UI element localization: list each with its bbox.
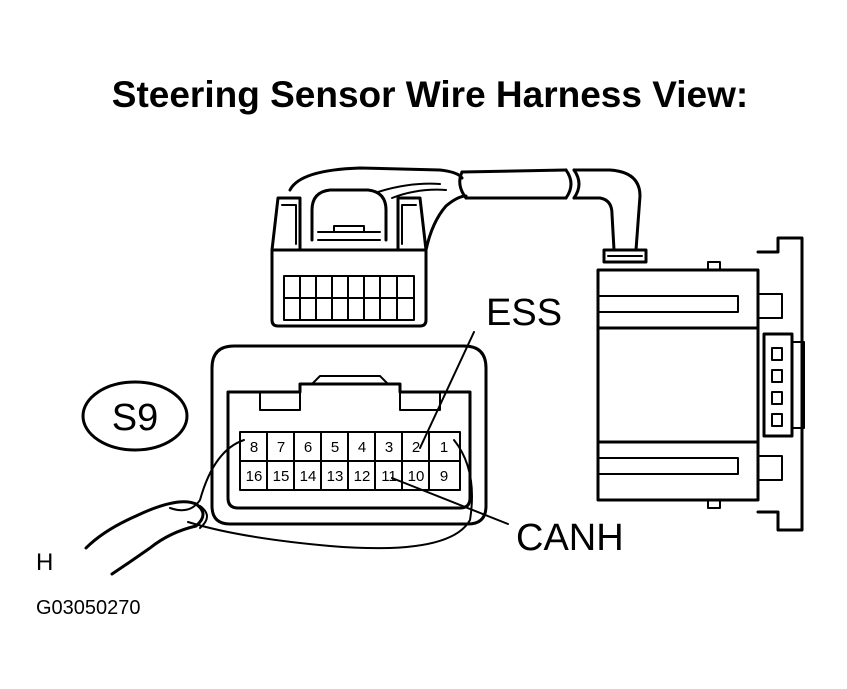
connector-id-ellipse [81,380,189,452]
pin-label: 7 [277,439,285,456]
pin-label: 14 [300,468,317,485]
pin-label: 5 [331,439,339,456]
canh-label: CANH [516,517,624,559]
pin-label: 9 [440,468,448,485]
wire-cable [458,168,648,264]
ess-label: ESS [486,292,562,334]
canh-leader-line [391,477,509,525]
side-label: H [36,549,53,576]
pin-label: 2 [412,439,420,456]
ess-leader-line [419,331,475,449]
pin-row-top: 8 7 6 5 4 3 2 1 [250,439,448,456]
pin-label: 6 [304,439,312,456]
diagram-title: Steering Sensor Wire Harness View: [112,74,748,115]
connector-id-label: S9 [112,397,158,439]
steering-sensor-unit [596,236,805,532]
pin-label: 13 [327,468,344,485]
connector-face [210,344,488,526]
pin-row-bottom: 16 15 14 13 12 11 10 9 [246,468,449,485]
pin-label: 1 [440,439,448,456]
pin-label: 16 [246,468,263,485]
pin-label: 12 [354,468,371,485]
pin-label: 15 [273,468,290,485]
figure-code: G03050270 [36,597,141,619]
pin-label: 11 [381,468,397,485]
pin-label: 3 [385,439,393,456]
upper-connector-plug [270,166,468,328]
pin-label: 4 [358,439,366,456]
pin-label: 10 [408,468,425,485]
wire-bundle [84,439,473,576]
pin-label: 8 [250,439,258,456]
